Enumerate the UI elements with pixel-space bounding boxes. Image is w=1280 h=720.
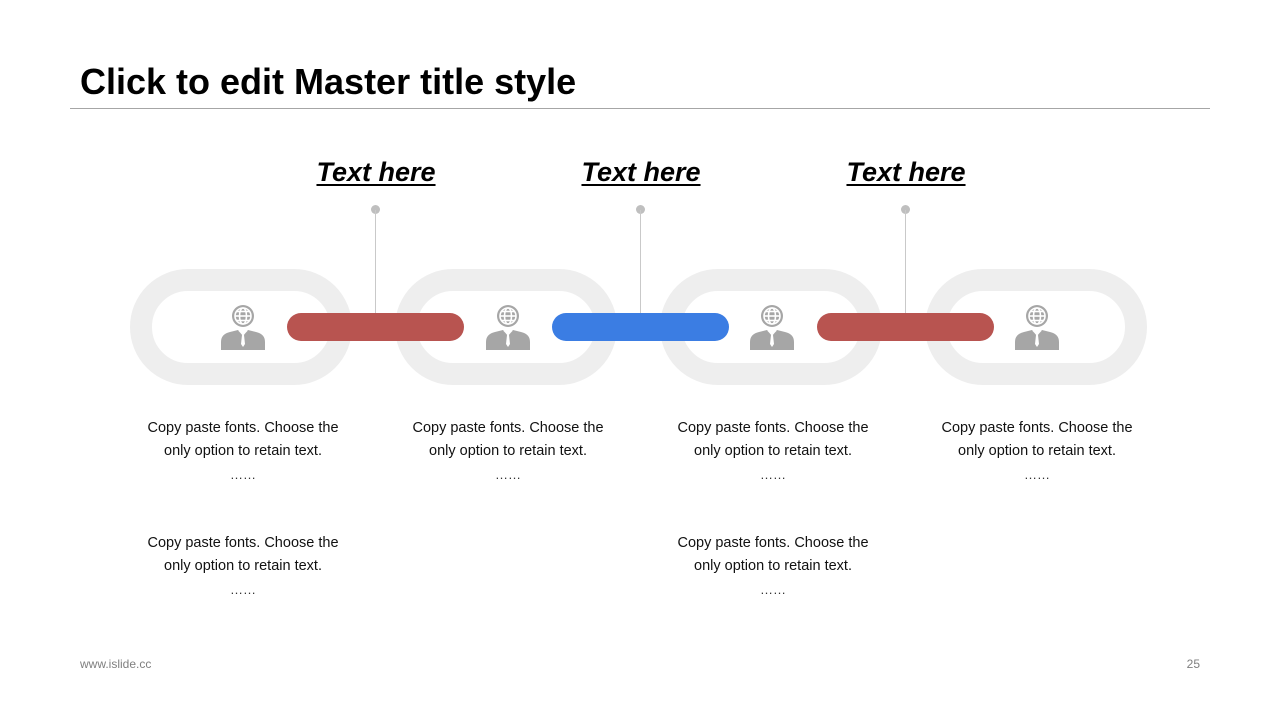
caption-line: only option to retain text.	[694, 443, 852, 459]
caption-line: Copy paste fonts. Choose the	[677, 535, 869, 551]
pin-dot	[901, 205, 910, 214]
caption-line: only option to retain text.	[164, 558, 322, 574]
connector-bar-2[interactable]	[552, 313, 729, 341]
connector-bar-3[interactable]	[817, 313, 994, 341]
connector-label-3[interactable]: Text here	[846, 157, 966, 187]
pin-line	[905, 210, 906, 313]
caption-top-2[interactable]: Copy paste fonts. Choose the only option…	[403, 417, 613, 487]
caption-ellipsis: ……	[1024, 467, 1050, 482]
caption-ellipsis: ……	[760, 582, 786, 597]
pin-dot	[636, 205, 645, 214]
caption-ellipsis: ……	[230, 582, 256, 597]
slide-title[interactable]: Click to edit Master title style	[80, 61, 577, 102]
caption-line: Copy paste fonts. Choose the	[147, 535, 339, 551]
businessman-globe-icon	[221, 305, 265, 350]
connector-label-2[interactable]: Text here	[581, 157, 701, 187]
caption-line: Copy paste fonts. Choose the	[941, 420, 1133, 436]
businessman-globe-icon	[486, 305, 530, 350]
connector-bar-1[interactable]	[287, 313, 464, 341]
footer-url: www.islide.cc	[80, 657, 152, 671]
caption-ellipsis: ……	[495, 467, 521, 482]
page-number: 25	[1186, 657, 1200, 671]
caption-line: only option to retain text.	[694, 558, 852, 574]
caption-top-3[interactable]: Copy paste fonts. Choose the only option…	[668, 417, 878, 487]
caption-bottom-2[interactable]: Copy paste fonts. Choose the only option…	[668, 532, 878, 602]
connector-label-1[interactable]: Text here	[316, 157, 436, 187]
caption-ellipsis: ……	[760, 467, 786, 482]
caption-ellipsis: ……	[230, 467, 256, 482]
caption-top-4[interactable]: Copy paste fonts. Choose the only option…	[932, 417, 1142, 487]
caption-line: only option to retain text.	[958, 443, 1116, 459]
caption-line: Copy paste fonts. Choose the	[412, 420, 604, 436]
pin-line	[375, 210, 376, 313]
caption-bottom-1[interactable]: Copy paste fonts. Choose the only option…	[138, 532, 348, 602]
businessman-globe-icon	[750, 305, 794, 350]
pin-line	[640, 210, 641, 313]
chain-link-1	[130, 269, 352, 385]
title-divider	[70, 108, 1210, 109]
caption-top-1[interactable]: Copy paste fonts. Choose the only option…	[138, 417, 348, 487]
caption-line: only option to retain text.	[164, 443, 322, 459]
businessman-globe-icon	[1015, 305, 1059, 350]
caption-line: Copy paste fonts. Choose the	[677, 420, 869, 436]
caption-line: only option to retain text.	[429, 443, 587, 459]
pin-dot	[371, 205, 380, 214]
caption-line: Copy paste fonts. Choose the	[147, 420, 339, 436]
